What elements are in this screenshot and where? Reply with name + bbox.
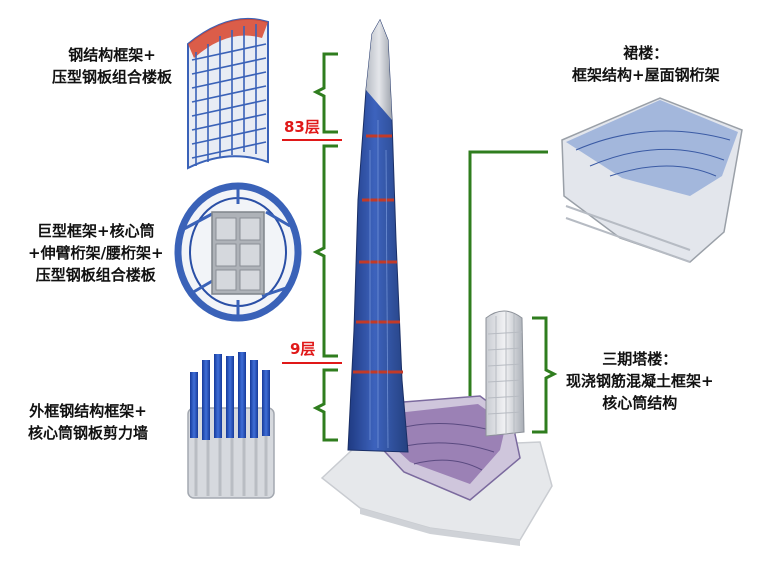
bracket-bottom-segment <box>312 368 338 442</box>
label-outer-frame: 外框钢结构框架+ 核心筒钢板剪力墙 <box>28 402 149 442</box>
phase3-tower <box>485 310 525 437</box>
label-podium: 裙楼： 框架结构+屋面钢桁架 <box>572 44 720 84</box>
podium-inset <box>561 97 743 263</box>
label-steel-frame: 钢结构框架+ 压型钢板组合楼板 <box>52 46 173 86</box>
podium-roof <box>371 395 521 501</box>
floor-marker-83: 83层 <box>284 118 320 136</box>
label-mega-frame: 巨型框架+核心筒 +伸臂桁架/腰桁架+ 压型钢板组合楼板 <box>28 222 164 284</box>
outer-frame-thumbnail <box>187 352 275 499</box>
steel-frame-thumbnail <box>187 17 269 170</box>
label-phase3-tower: 三期塔楼： 现浇钢筋混凝土框架+ 核心筒结构 <box>566 350 714 412</box>
mega-frame-thumbnail <box>174 182 302 322</box>
podium-leader-line <box>468 150 548 396</box>
main-tower <box>347 18 409 453</box>
bracket-top-segment <box>312 52 338 134</box>
bracket-middle-segment <box>312 144 338 358</box>
floor-marker-9: 9层 <box>290 340 316 358</box>
bracket-phase3 <box>532 316 558 434</box>
